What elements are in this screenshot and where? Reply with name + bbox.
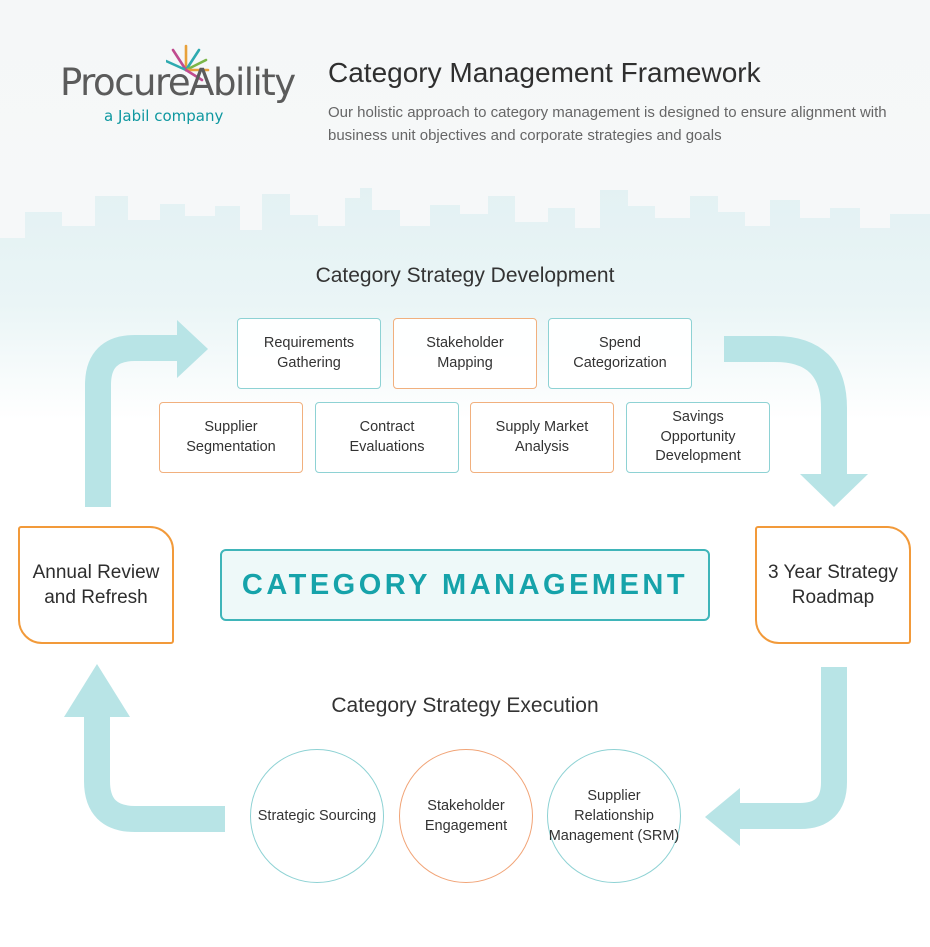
circle-supplier-relationship-management: Supplier Relationship Management (SRM) xyxy=(547,749,681,883)
execution-title: Category Strategy Execution xyxy=(331,694,599,717)
box-supply-market-analysis: Supply Market Analysis xyxy=(470,402,614,473)
box-supplier-segmentation: Supplier Segmentation xyxy=(159,402,303,473)
skyline-silhouette xyxy=(0,188,930,420)
box-stakeholder-mapping: Stakeholder Mapping xyxy=(393,318,537,389)
box-requirements-gathering: Requirements Gathering xyxy=(237,318,381,389)
logo-burst-icon xyxy=(166,44,210,82)
arrowhead-bottom-right xyxy=(705,788,740,846)
circle-stakeholder-engagement: Stakeholder Engagement xyxy=(399,749,533,883)
circle-strategic-sourcing: Strategic Sourcing xyxy=(250,749,384,883)
arrowhead-bottom-left xyxy=(64,664,130,717)
arrow-top-right xyxy=(724,336,847,476)
arrowhead-top-left xyxy=(177,320,208,378)
category-management-banner: CATEGORY MANAGEMENT xyxy=(220,549,710,621)
arrow-bottom-right xyxy=(738,667,847,829)
box-contract-evaluations: Contract Evaluations xyxy=(315,402,459,473)
page-title: Category Management Framework xyxy=(328,57,761,88)
logo-wordmark: ProcureAbility xyxy=(60,61,296,104)
development-title: Category Strategy Development xyxy=(315,264,615,287)
page-subtitle: Our holistic approach to category manage… xyxy=(328,104,887,145)
arrow-top-left xyxy=(85,335,180,507)
arrow-bottom-left xyxy=(84,714,225,832)
logo-tagline: a Jabil company xyxy=(104,107,224,125)
box-spend-categorization: Spend Categorization xyxy=(548,318,692,389)
strategy-roadmap-box: 3 Year Strategy Roadmap xyxy=(755,526,911,644)
annual-review-box: Annual Review and Refresh xyxy=(18,526,174,644)
arrowhead-top-right xyxy=(800,474,868,507)
box-savings-opportunity-development: Savings Opportunity Development xyxy=(626,402,770,473)
